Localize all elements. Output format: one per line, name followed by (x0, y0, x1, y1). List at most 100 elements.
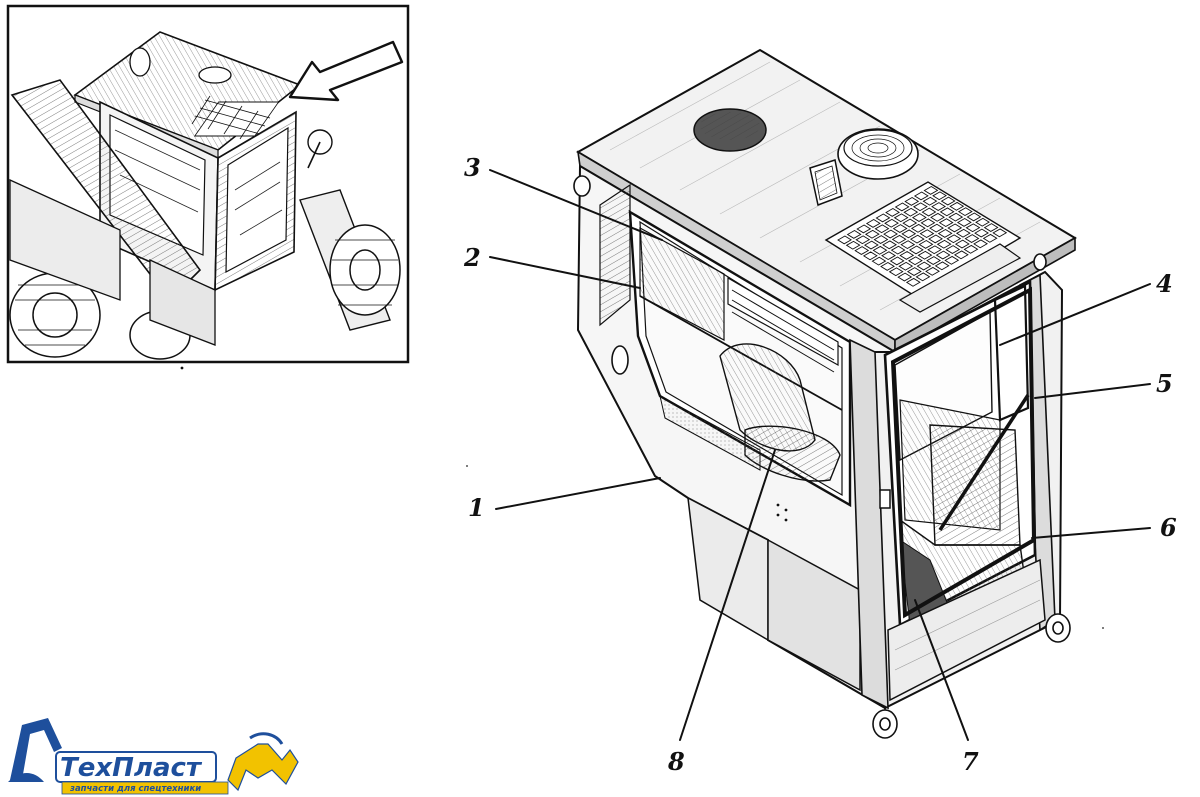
grille-cell (889, 256, 905, 266)
grille-cell (911, 213, 927, 222)
grille-cell (898, 261, 914, 271)
logo-tagline: запчасти для спецтехники (69, 784, 201, 794)
grille-cell (963, 244, 979, 254)
grille-cell (975, 217, 990, 227)
grille-cell (902, 218, 918, 228)
grille-cell (837, 235, 852, 245)
grille-cell (900, 240, 916, 250)
grille-cell (845, 240, 861, 250)
grille-cell (935, 250, 951, 260)
callout-3: 3 (464, 153, 481, 182)
grille-cell (926, 256, 941, 265)
grille-cell (947, 223, 963, 233)
grille-cell (931, 202, 946, 211)
grille-cell (875, 213, 891, 223)
grille-cell (897, 272, 913, 282)
grille-cell (919, 229, 935, 239)
grille-cell (937, 229, 953, 238)
grille-cell (920, 218, 936, 228)
grille-cell (944, 255, 960, 265)
leader-8 (679, 449, 776, 741)
grille-cell (966, 212, 982, 222)
grille-cell (940, 196, 956, 206)
grille-cell (917, 250, 933, 260)
callout-1: 1 (468, 493, 485, 522)
callout-4: 4 (1156, 269, 1173, 298)
leader-2 (489, 256, 641, 289)
grille-cell (862, 251, 878, 261)
grille-cell (880, 262, 895, 271)
grille-cell (873, 235, 889, 244)
grille-cell (913, 191, 929, 201)
grille-cell (856, 224, 872, 234)
callout-labels: 1 2 3 4 5 6 7 8 (463, 153, 1177, 776)
grille-cell (912, 202, 928, 212)
roof-grille (824, 181, 1022, 299)
logo-bucket-right-icon (227, 743, 299, 792)
logo-arm-left-icon (10, 718, 62, 780)
grille-cell (871, 256, 887, 266)
grille-cell (992, 228, 1008, 238)
grille-cell (890, 245, 906, 255)
leader-1 (495, 477, 661, 510)
cab-main-drawing (573, 48, 1077, 739)
grille-cell (883, 229, 898, 239)
grille-cell (925, 266, 940, 276)
grille-cell (921, 207, 937, 217)
callout-7: 7 (962, 747, 979, 776)
grille-cell (891, 234, 907, 244)
grille-cell (904, 197, 920, 206)
grille-cell (954, 239, 970, 249)
inset-loader-view (6, 4, 410, 364)
grille-cell (953, 250, 969, 260)
leader-5 (1034, 383, 1151, 399)
logo-wordmark: ТехПласт (60, 753, 203, 783)
grille-cell (908, 245, 924, 255)
grille-cell (938, 218, 954, 228)
grille-cell (903, 207, 919, 217)
grille-cell (930, 212, 945, 222)
grille-cell (892, 224, 908, 233)
grille-cell (939, 207, 955, 217)
grille-cell (945, 245, 961, 254)
grille-cell (885, 208, 900, 217)
grille-cell (918, 240, 934, 249)
grille-cell (916, 261, 932, 271)
grille-cell (983, 223, 999, 232)
grille-cell (905, 277, 921, 287)
callout-8: 8 (667, 747, 685, 776)
grille-cell (982, 233, 998, 243)
grille-cell (974, 228, 989, 238)
grille-cell (955, 228, 971, 238)
callout-2: 2 (463, 243, 481, 272)
grille-cell (872, 245, 888, 255)
grille-cell (964, 234, 980, 243)
grille-cell (888, 267, 904, 277)
grille-cell (934, 261, 950, 271)
grille-cell (884, 218, 899, 228)
grille-cell (899, 251, 915, 260)
callout-6: 6 (1160, 513, 1177, 542)
grille-cell (907, 256, 923, 266)
leader-4 (999, 283, 1151, 346)
grille-cell (949, 201, 965, 211)
grille-cell (906, 267, 922, 276)
leader-lines (489, 169, 1151, 741)
grille-cell (956, 218, 972, 227)
grille-cell (894, 202, 910, 212)
grille-cell (932, 191, 947, 201)
grille-cell (865, 219, 881, 228)
grille-cell (846, 230, 862, 239)
grille-cell (936, 239, 952, 249)
grille-cell (923, 186, 939, 195)
grille-cell (927, 245, 942, 255)
leader-3 (489, 169, 663, 241)
grille-cell (855, 235, 871, 245)
grille-cell (915, 272, 931, 282)
callout-5: 5 (1156, 369, 1173, 398)
grille-cell (874, 224, 890, 234)
grille-cell (922, 196, 938, 206)
grille-cell (948, 212, 964, 222)
